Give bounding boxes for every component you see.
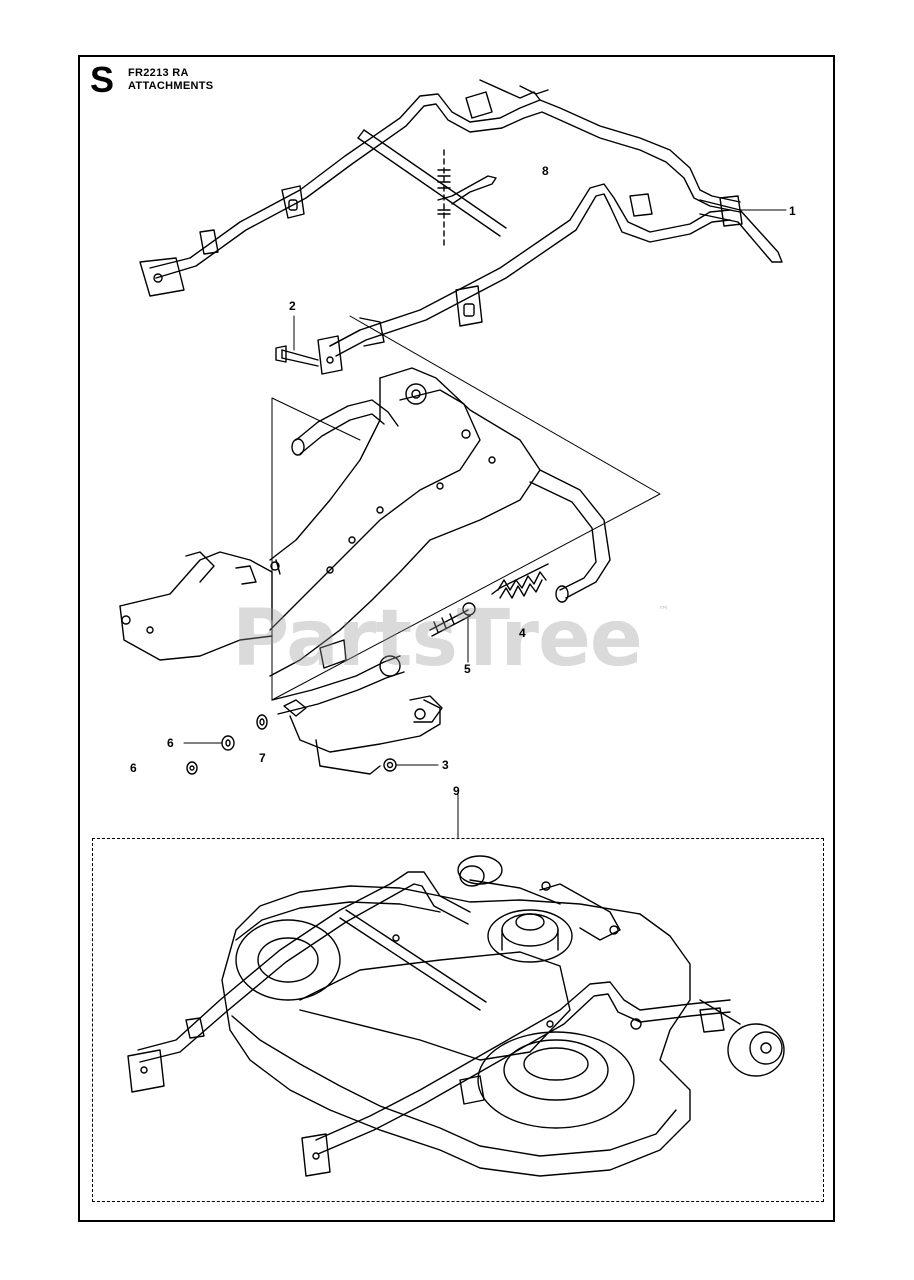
callout-9[interactable]: 9 (453, 784, 460, 798)
mower-deck-assembly (127, 791, 785, 1177)
lift-frame-part (139, 79, 787, 375)
callout-1[interactable]: 1 (789, 204, 796, 218)
lift-bracket-assembly (119, 315, 661, 775)
diagram-frame (78, 55, 835, 1222)
callout-2[interactable]: 2 (289, 299, 296, 313)
model-number: FR2213 RA (128, 67, 189, 79)
group-title: ATTACHMENTS (128, 80, 214, 92)
callout-4[interactable]: 4 (519, 626, 526, 640)
section-letter: S (90, 59, 115, 100)
callout-8[interactable]: 8 (542, 164, 549, 178)
callout-6-washer[interactable]: 6 (130, 761, 137, 775)
callout-5[interactable]: 5 (464, 662, 471, 676)
callout-7[interactable]: 7 (259, 751, 266, 765)
callout-6-nut[interactable]: 6 (167, 736, 174, 750)
trademark-symbol: ™ (658, 604, 669, 617)
callout-3[interactable]: 3 (442, 758, 449, 772)
watermark-text: PartsTree (232, 594, 643, 684)
